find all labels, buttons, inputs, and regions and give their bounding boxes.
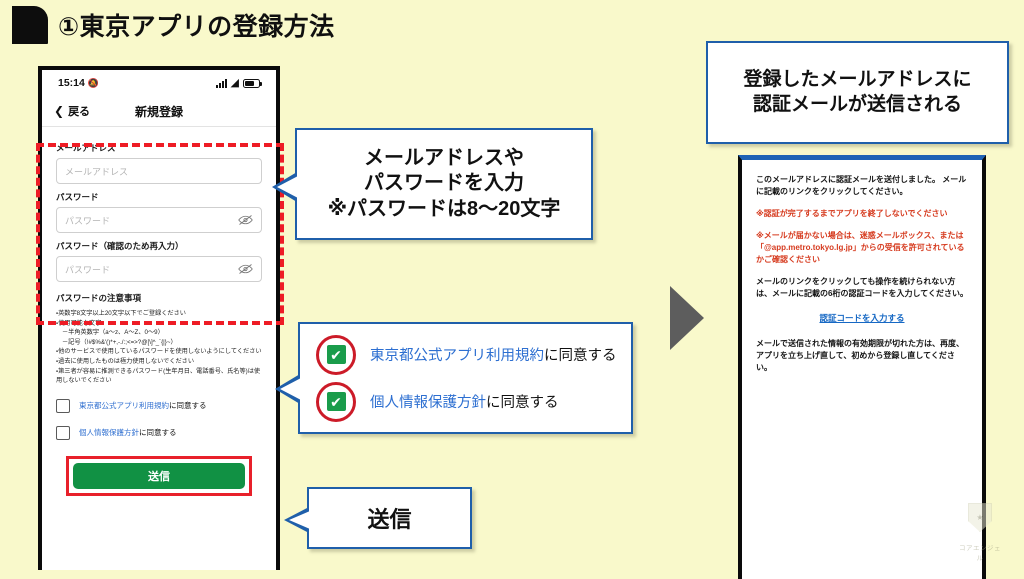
password-input[interactable]: パスワード — [56, 207, 262, 233]
password-notes-title: パスワードの注意事項 — [56, 293, 142, 303]
callout-submit-label: 送信 — [367, 507, 412, 532]
password-note: ・英数字8文字以上20文字以下でご登録ください — [56, 310, 186, 317]
callout-mail-sent: 登録したメールアドレスに 認証メールが送信される — [706, 41, 1009, 144]
terms-rest-callout: に同意する — [544, 348, 617, 364]
privacy-checkbox-row[interactable]: 個人情報保護方針に同意する — [56, 425, 262, 440]
page-title-text: ①東京アプリの登録方法 — [58, 13, 335, 41]
status-bar-time: 15:14 — [58, 77, 85, 89]
privacy-link[interactable]: 個人情報保護方針 — [79, 428, 139, 438]
terms-link[interactable]: 東京都公式アプリ利用規約 — [79, 401, 169, 411]
password-notes: ・英数字8文字以上20文字以下でご登録ください ・使用可能な文字 －半角英数字（… — [56, 309, 262, 386]
password-note: －記号（!#$%&'()*+,-./:;<=>?@[\]^_`{|}~） — [62, 338, 177, 346]
callout-submit: 送信 — [284, 487, 472, 549]
battery-icon — [243, 78, 262, 88]
password-input-placeholder: パスワード — [65, 215, 111, 226]
shield-icon: ★ — [968, 503, 992, 532]
privacy-link-callout: 個人情報保護方針 — [370, 395, 486, 411]
terms-checkbox-label: 東京都公式アプリ利用規約に同意する — [79, 400, 207, 411]
password-confirm-field-label: パスワード（確認のため再入力） — [56, 241, 184, 251]
bell-slash-icon: 🔕 — [87, 77, 100, 88]
callout-input-line: パスワードを入力 — [364, 172, 524, 195]
password-confirm-input[interactable]: パスワード — [56, 256, 262, 282]
highlight-circle: ✔ — [316, 334, 356, 375]
password-field-label: パスワード — [56, 192, 99, 202]
callout-input-line: ※パスワードは8〜20文字 — [327, 197, 561, 220]
callout-agree-row: ✔ 東京都公式アプリ利用規約に同意する — [316, 334, 631, 375]
left-phone-mockup: 15:14 🔕 ◢ ❮ 戻る 新規登録 メールアドレス メールアドレス パスワー… — [38, 66, 280, 570]
chevron-left-icon: ❮ — [54, 104, 65, 118]
nav-bar: ❮ 戻る 新規登録 — [42, 96, 276, 127]
enter-verification-code-link[interactable]: 認証コードを入力する — [819, 313, 905, 323]
terms-link-callout: 東京都公式アプリ利用規約 — [370, 348, 544, 364]
flow-arrow-right-icon — [670, 286, 704, 350]
callout-input-line: メールアドレスや — [364, 147, 524, 170]
status-bar: 15:14 🔕 ◢ — [42, 70, 276, 96]
terms-label-rest: に同意する — [169, 401, 207, 411]
terms-checkbox[interactable] — [56, 398, 70, 413]
back-button-label: 戻る — [68, 106, 91, 118]
email-input[interactable]: メールアドレス — [56, 158, 262, 184]
highlight-circle: ✔ — [316, 381, 356, 422]
password-note: －半角英数字（a〜z、A〜Z、0〜9） — [62, 329, 164, 337]
title-marker-icon — [12, 6, 48, 44]
right-phone-mockup: このメールアドレスに認証メールを送付しました。 メールに記載のリンクをクリックし… — [738, 155, 986, 579]
watermark-logo: ★ コアエンジェル — [957, 503, 1003, 562]
password-note: ・第三者が容易に推測できるパスワード(生年月日、電話番号、氏名等)は使用しないで… — [56, 367, 261, 385]
callout-mail-line: 認証メールが送信される — [752, 93, 962, 115]
privacy-rest-callout: に同意する — [486, 395, 559, 411]
checked-checkbox-icon: ✔ — [326, 392, 346, 411]
watermark-text: コアエンジェル — [959, 545, 1001, 562]
signal-bars-icon — [215, 78, 227, 88]
submit-button[interactable]: 送信 — [73, 462, 245, 489]
callout-agreement-checkboxes: ✔ 東京都公式アプリ利用規約に同意する ✔ 個人情報保護方針に同意する — [275, 322, 633, 434]
privacy-checkbox-label: 個人情報保護方針に同意する — [79, 427, 177, 438]
eye-off-icon-confirm[interactable] — [238, 263, 253, 275]
password-note: ・他のサービスで使用しているパスワードを使用しないようにしてください — [56, 348, 262, 356]
eye-off-icon[interactable] — [238, 214, 253, 226]
email-input-placeholder: メールアドレス — [65, 166, 129, 177]
callout-mail-line: 登録したメールアドレスに — [743, 68, 972, 90]
page-title: ①東京アプリの登録方法 — [12, 6, 335, 44]
callout-agree-row: ✔ 個人情報保護方針に同意する — [316, 381, 631, 422]
verification-warning-1: ※認証が完了するまでアプリを終了しないでください — [756, 209, 948, 218]
callout-agree-text: 東京都公式アプリ利用規約に同意する — [370, 344, 617, 365]
callout-tail-inner — [289, 511, 310, 529]
email-field-label: メールアドレス — [56, 143, 116, 153]
password-note: ・過去に使用したものは極力使用しないでください — [56, 358, 195, 366]
privacy-label-rest: に同意する — [139, 428, 177, 438]
password-note: ・使用可能な文字 — [56, 319, 102, 327]
wifi-icon: ◢ — [230, 76, 239, 89]
callout-tail-inner — [277, 176, 298, 198]
verification-paragraph-1: このメールアドレスに認証メールを送付しました。 メールに記載のリンクをクリックし… — [756, 175, 967, 196]
verification-paragraph-2: メールのリンクをクリックしても操作を続けられない方は、メールに記載の6桁の認証コ… — [756, 277, 968, 298]
callout-input-instructions: メールアドレスや パスワードを入力 ※パスワードは8〜20文字 — [272, 128, 593, 240]
callout-tail-inner — [280, 378, 301, 400]
back-button[interactable]: ❮ 戻る — [54, 103, 90, 119]
verification-warning-2: ※メールが届かない場合は、迷惑メールボックス、または「@app.metro.to… — [756, 231, 965, 264]
registration-form: メールアドレス メールアドレス パスワード パスワード パスワード（確認のため再… — [42, 127, 276, 496]
checked-checkbox-icon: ✔ — [326, 345, 346, 364]
terms-checkbox-row[interactable]: 東京都公式アプリ利用規約に同意する — [56, 398, 262, 413]
verification-paragraph-3: メールで送信された情報の有効期限が切れた方は、再度、アプリを立ち上げ直して、初め… — [756, 339, 964, 372]
privacy-checkbox[interactable] — [56, 425, 70, 440]
callout-agree-text: 個人情報保護方針に同意する — [370, 391, 559, 412]
password-confirm-input-placeholder: パスワード — [65, 264, 111, 275]
submit-highlight-box: 送信 — [66, 455, 252, 496]
